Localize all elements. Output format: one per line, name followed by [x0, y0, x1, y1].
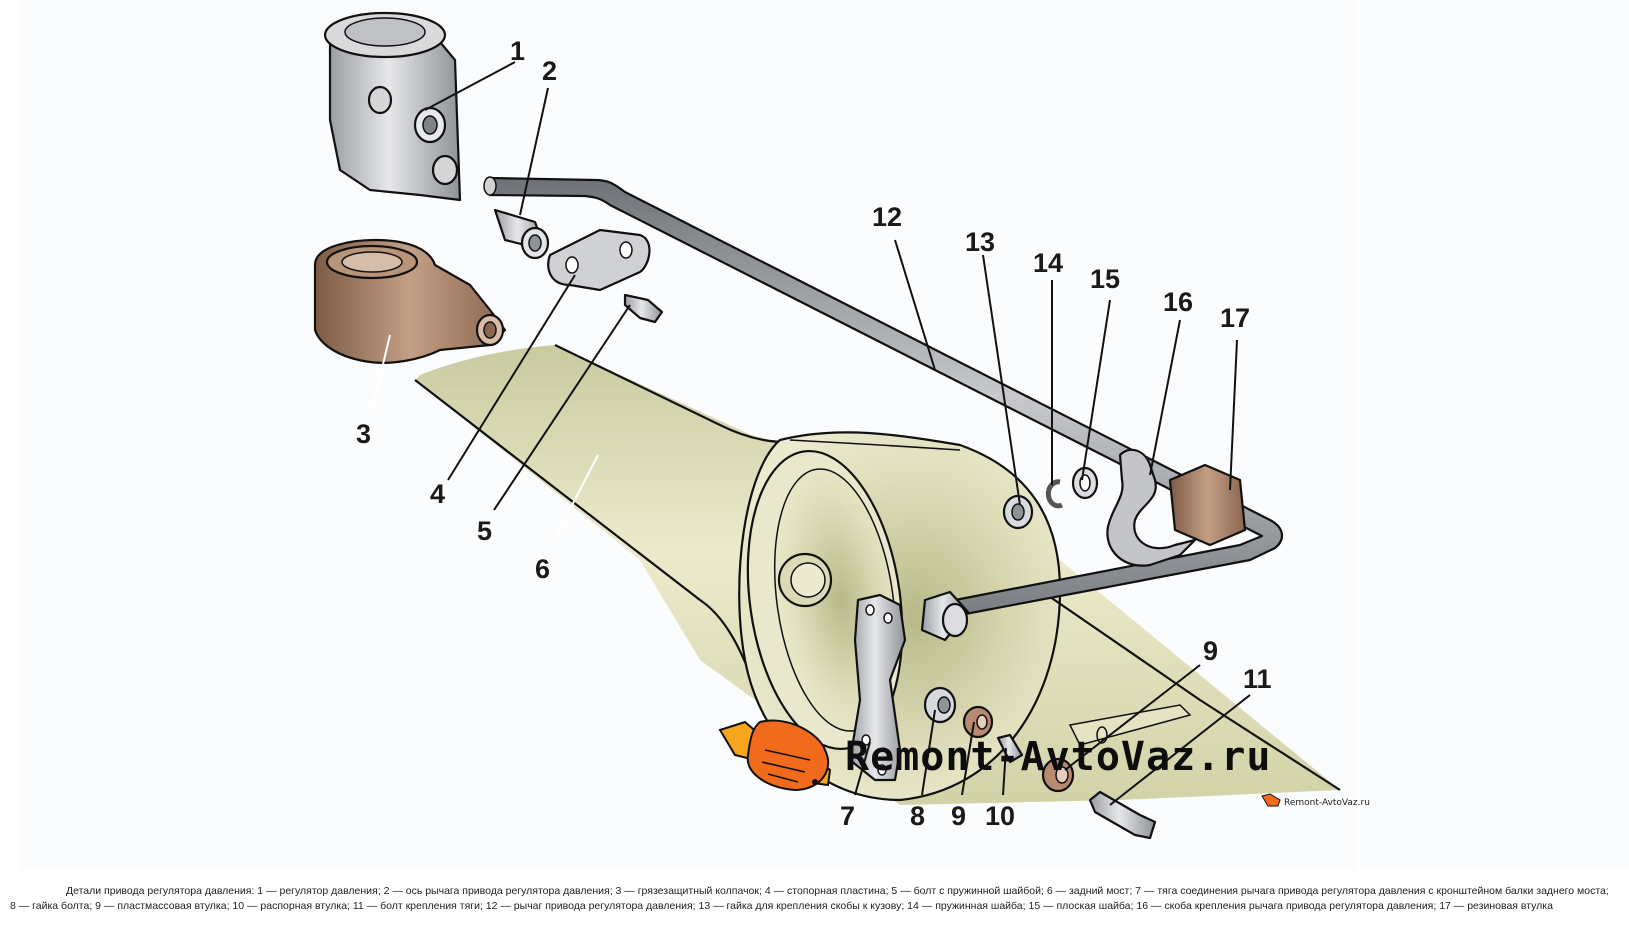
callout-15: 15: [1090, 264, 1120, 294]
part-flat-washer-15: [1071, 466, 1099, 500]
callout-2: 2: [542, 56, 557, 86]
part-lever-end-sleeve: [920, 590, 970, 642]
part-rod-bolt-11: [1088, 790, 1157, 840]
watermark-text: Remont-AvtoVaz.ru: [845, 734, 1271, 780]
callout-8: 8: [910, 801, 925, 831]
callout-9: 9: [951, 801, 966, 831]
exploded-parts-diagram: 1 2 3 4 5 6 7 8 9 10 11 12 13 14 15 16 1…: [313, 11, 1370, 840]
callout-13: 13: [965, 227, 995, 257]
callout-12: 12: [872, 202, 902, 232]
part-dust-cap: [313, 238, 507, 364]
caption-text: Детали привода регулятора давления: 1 — …: [10, 885, 1609, 912]
part-pressure-regulator-lever: [483, 176, 1283, 617]
callout-9-second: 9: [1203, 636, 1218, 666]
part-spring-washer-14: [1045, 479, 1064, 509]
part-lever-axle: [493, 208, 550, 260]
part-rubber-bushing-17: [1168, 463, 1247, 547]
callout-1: 1: [510, 36, 525, 66]
callout-10: 10: [985, 801, 1015, 831]
callout-6: 6: [535, 554, 550, 584]
callout-labels: 1 2 3 4 5 6 7 8 9 10 11 12 13 14 15 16 1…: [356, 36, 1272, 831]
watermark-small: Remont-AvtoVaz.ru: [1261, 793, 1370, 808]
callout-16: 16: [1163, 287, 1193, 317]
leader-lines: [371, 61, 1251, 806]
part-plastic-bushing-9a: [962, 705, 994, 739]
part-nut-13: [1002, 494, 1034, 530]
part-pressure-regulator: [323, 11, 462, 202]
part-bolt-with-spring-washer: [623, 293, 664, 324]
figure-caption: Детали привода регулятора давления: 1 — …: [10, 884, 1610, 914]
callout-17: 17: [1220, 303, 1250, 333]
callout-7: 7: [840, 801, 855, 831]
callout-14: 14: [1033, 248, 1063, 278]
part-link-rod: [848, 593, 907, 782]
watermark-logo: Remont-AvtoVaz.ru: [718, 719, 1271, 792]
wrench-hand-logo-icon: [718, 719, 832, 792]
watermark-small-text: Remont-AvtoVaz.ru: [1284, 798, 1370, 808]
part-bolt-nut-8: [923, 686, 957, 724]
part-plastic-bushing-9b: [1041, 757, 1075, 793]
callout-11: 11: [1243, 664, 1272, 694]
illustration-background-right: [1360, 0, 1629, 870]
wrench-hand-small-icon: [1261, 793, 1281, 807]
part-lock-plate: [547, 228, 651, 292]
rear-axle: [414, 344, 1341, 805]
callout-5: 5: [477, 516, 492, 546]
part-bracket-16: [1106, 448, 1197, 567]
callout-4: 4: [430, 479, 445, 509]
callout-3: 3: [356, 419, 371, 449]
